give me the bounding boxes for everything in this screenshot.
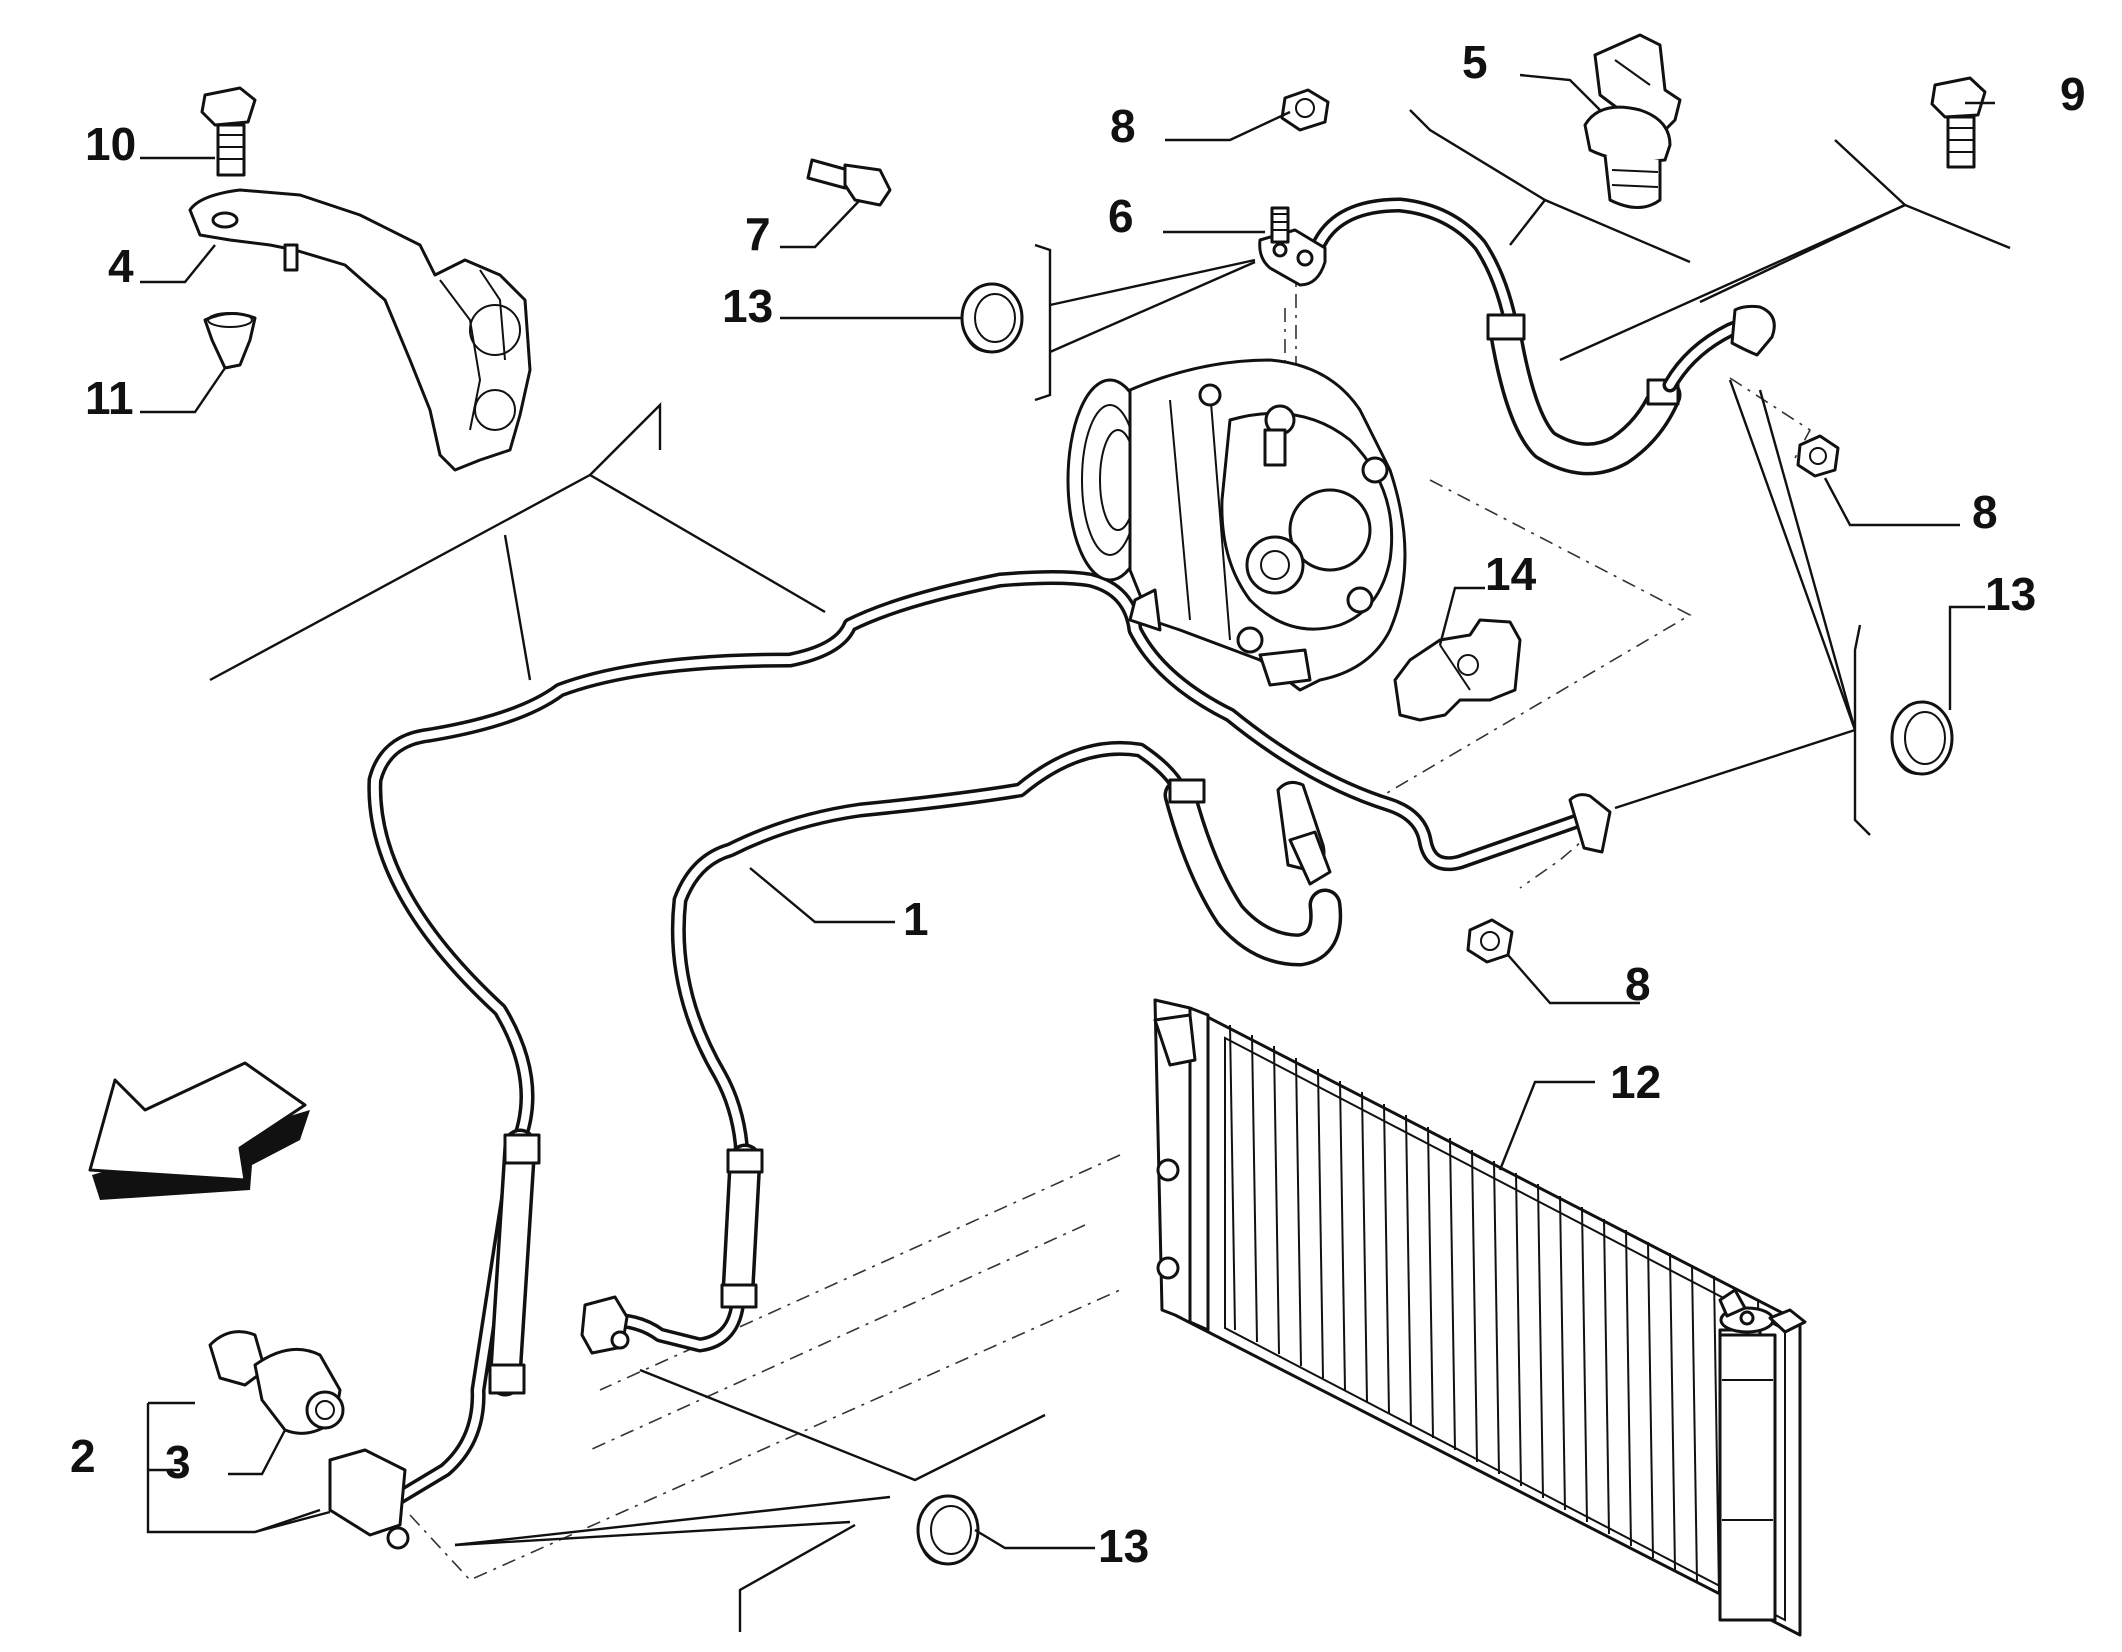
callout-7: 7	[745, 208, 771, 260]
valve-part-3	[208, 1330, 345, 1435]
callout-10: 10	[85, 118, 136, 170]
callout-1: 1	[903, 893, 929, 945]
callout-8-lower: 8	[1625, 958, 1651, 1010]
callout-14: 14	[1485, 548, 1537, 600]
refrigerant-pipe-assembly	[328, 197, 1776, 1550]
callout-3: 3	[165, 1436, 191, 1488]
callout-13-bottom: 13	[1098, 1520, 1149, 1572]
bracket-part-14	[1393, 618, 1522, 722]
fasteners	[200, 76, 1987, 1566]
callout-8-right: 8	[1972, 486, 1998, 538]
seal-part-13-right	[1890, 700, 1954, 776]
callout-13-right: 13	[1985, 568, 2036, 620]
leader-lines	[140, 73, 1995, 1550]
stud-plate-part-6	[1258, 206, 1327, 287]
grouping-brackets	[146, 109, 2011, 1632]
bracket-part-4	[188, 188, 532, 472]
callout-12: 12	[1610, 1056, 1661, 1108]
callout-8-top: 8	[1110, 100, 1136, 152]
dashed-center-lines	[409, 232, 1812, 1581]
callout-11: 11	[85, 372, 134, 424]
condenser-part-12	[1153, 998, 1807, 1637]
ac-compressor	[1066, 358, 1407, 692]
callout-6: 6	[1108, 190, 1134, 242]
bolt-part-7	[806, 158, 892, 207]
front-direction-arrow-icon	[88, 1061, 310, 1200]
bolt-part-9	[1930, 76, 1987, 169]
callout-2: 2	[70, 1430, 96, 1482]
nut-part-8-top	[1280, 88, 1330, 132]
grommet-part-11	[203, 312, 257, 370]
seal-part-13-top	[960, 282, 1024, 354]
callout-5: 5	[1462, 36, 1488, 88]
callout-4: 4	[108, 240, 134, 292]
pressure-switch-part-5	[1583, 33, 1682, 209]
callout-13-top: 13	[722, 280, 773, 332]
nut-part-8-right	[1796, 434, 1840, 478]
callout-labels: 1 2 3 4 5 6 7 8 8 8 9 10 11 12 13 13 13 …	[70, 36, 2086, 1572]
callout-9: 9	[2060, 68, 2086, 120]
seal-part-13-bottom	[916, 1494, 980, 1566]
nut-part-8-lower	[1466, 918, 1514, 964]
bolt-part-10	[200, 86, 257, 177]
